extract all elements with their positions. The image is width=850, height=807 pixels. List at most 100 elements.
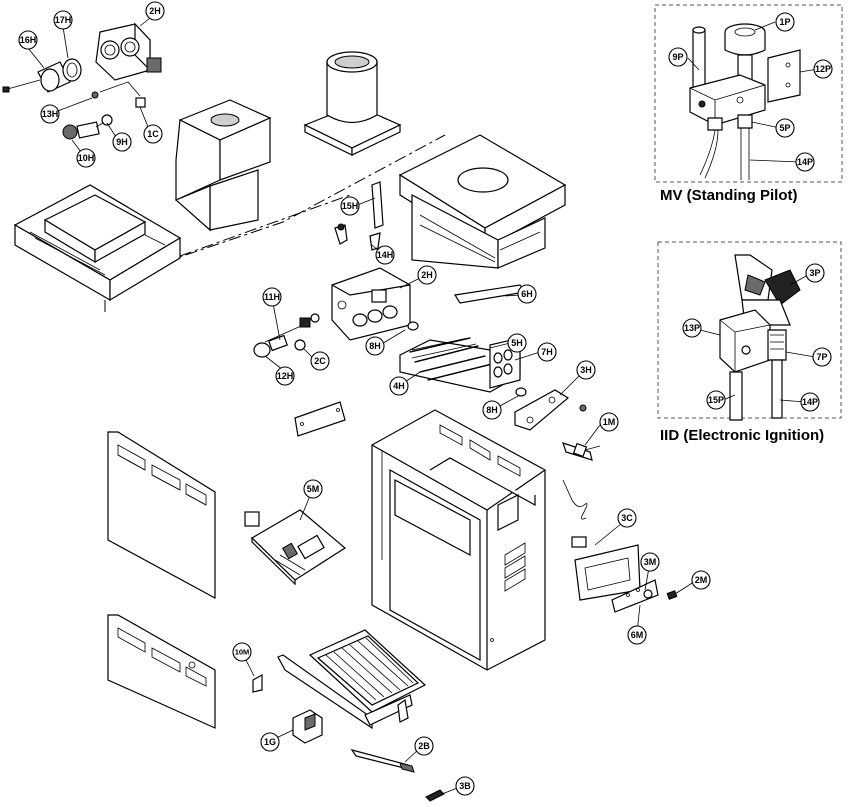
- flue-collector: [398, 134, 567, 269]
- callout-3C[interactable]: 3C: [617, 508, 637, 528]
- callout-text: 12P: [815, 64, 831, 74]
- screw-3b: [425, 789, 445, 802]
- callout-text: 1M: [603, 417, 616, 427]
- callout-text: 2C: [314, 356, 326, 366]
- callout-text: 5P: [779, 123, 790, 133]
- callout-13P[interactable]: 13P: [682, 318, 702, 338]
- callout-9H[interactable]: 9H: [112, 132, 132, 152]
- callout-11H[interactable]: 11H: [262, 287, 282, 307]
- callout-text: 2B: [418, 741, 430, 751]
- callout-text: 10M: [235, 648, 250, 657]
- callout-7P[interactable]: 7P: [812, 347, 832, 367]
- callout-7H[interactable]: 7H: [537, 342, 557, 362]
- callout-8H-top[interactable]: 8H: [365, 336, 385, 356]
- callout-5M[interactable]: 5M: [303, 479, 323, 499]
- thermostatic-valve-assembly: [253, 313, 320, 358]
- top-jacket-panel: [13, 184, 182, 302]
- front-door-upper: [107, 431, 216, 600]
- callout-3P[interactable]: 3P: [805, 263, 825, 283]
- callout-2C[interactable]: 2C: [310, 351, 330, 371]
- callout-12H[interactable]: 12H: [275, 366, 295, 386]
- pilot-tube-2b: [350, 749, 415, 773]
- callout-text: 16H: [20, 35, 37, 45]
- callout-text: 14P: [802, 397, 818, 407]
- iid-inset-box: [657, 241, 842, 419]
- callout-3H[interactable]: 3H: [576, 360, 596, 380]
- callout-2M[interactable]: 2M: [691, 570, 711, 590]
- callout-text: 5M: [307, 484, 320, 494]
- heater-cabinet: [371, 409, 546, 671]
- callout-6H[interactable]: 6H: [517, 284, 537, 304]
- gas-valve-1g: [292, 709, 323, 744]
- callout-text: 3M: [644, 557, 657, 567]
- callout-text: 1G: [264, 737, 276, 747]
- header-assembly-top: [2, 22, 162, 108]
- callout-text: 11H: [264, 292, 280, 302]
- mv-inset-box: [654, 4, 843, 183]
- callout-text: 8H: [369, 341, 381, 351]
- callout-1M[interactable]: 1M: [599, 412, 619, 432]
- callout-text: 5H: [511, 338, 523, 348]
- mv-standing-pilot-assembly: [689, 23, 801, 180]
- callout-8H-bot[interactable]: 8H: [482, 400, 502, 420]
- callout-4H[interactable]: 4H: [389, 376, 409, 396]
- callout-5P[interactable]: 5P: [775, 118, 795, 138]
- callout-10H[interactable]: 10H: [76, 148, 96, 168]
- stack-adapter: [303, 51, 402, 156]
- callout-text: 2H: [149, 6, 161, 16]
- callout-text: 8H: [486, 405, 498, 415]
- header-assembly-mid: [331, 181, 411, 341]
- leader-lines: [27, 13, 819, 795]
- heat-exchanger: [399, 284, 527, 397]
- callout-text: 13P: [684, 323, 700, 333]
- callout-9P[interactable]: 9P: [668, 47, 688, 67]
- callout-text: 7P: [816, 352, 827, 362]
- callout-text: 15P: [708, 395, 724, 405]
- callout-text: 2H: [421, 270, 433, 280]
- callout-1C[interactable]: 1C: [143, 124, 163, 144]
- callout-text: 2M: [695, 575, 708, 585]
- front-door-lower: [107, 614, 216, 729]
- callout-5H[interactable]: 5H: [507, 333, 527, 353]
- control-plate: [294, 401, 346, 437]
- callout-text: 17H: [55, 15, 72, 25]
- callout-15P[interactable]: 15P: [706, 390, 726, 410]
- callout-17H[interactable]: 17H: [53, 10, 73, 30]
- callout-2H-mid[interactable]: 2H: [417, 265, 437, 285]
- callout-text: 14P: [797, 157, 813, 167]
- callout-16H[interactable]: 16H: [18, 30, 38, 50]
- callout-14H[interactable]: 14H: [375, 245, 395, 265]
- callout-text: 3C: [621, 513, 633, 523]
- callout-text: 6M: [631, 630, 644, 640]
- callout-3M[interactable]: 3M: [640, 552, 660, 572]
- callout-1P[interactable]: 1P: [775, 12, 795, 32]
- pressure-switch-3h: [514, 389, 587, 431]
- callout-2B[interactable]: 2B: [414, 736, 434, 756]
- callout-text: 15H: [342, 201, 359, 211]
- callout-text: 14H: [377, 250, 394, 260]
- callout-6M[interactable]: 6M: [627, 625, 647, 645]
- callout-13H[interactable]: 13H: [40, 104, 60, 124]
- igniter-1m: [562, 442, 601, 461]
- control-housing-3c: [562, 479, 678, 613]
- callout-text: 9H: [116, 137, 128, 147]
- callout-3B[interactable]: 3B: [455, 776, 475, 796]
- callout-1G[interactable]: 1G: [260, 732, 280, 752]
- burner-tray: [277, 629, 427, 730]
- callout-15H[interactable]: 15H: [340, 196, 360, 216]
- callout-14P-mv[interactable]: 14P: [795, 152, 815, 172]
- clip-10m: [252, 673, 263, 693]
- callout-text: 4H: [393, 381, 405, 391]
- callout-12P[interactable]: 12P: [813, 59, 833, 79]
- callout-text: 13H: [42, 109, 59, 119]
- iid-electronic-ignition-assembly: [719, 254, 801, 421]
- callout-text: 1C: [147, 129, 159, 139]
- callout-text: 1P: [779, 17, 790, 27]
- callout-2H-top[interactable]: 2H: [145, 1, 165, 21]
- callout-14P-iid[interactable]: 14P: [800, 392, 820, 412]
- callout-text: 9P: [672, 52, 683, 62]
- caption-mv-standing-pilot: MV (Standing Pilot): [660, 187, 798, 204]
- callout-text: 10H: [78, 153, 95, 163]
- callout-10M[interactable]: 10M: [232, 642, 252, 662]
